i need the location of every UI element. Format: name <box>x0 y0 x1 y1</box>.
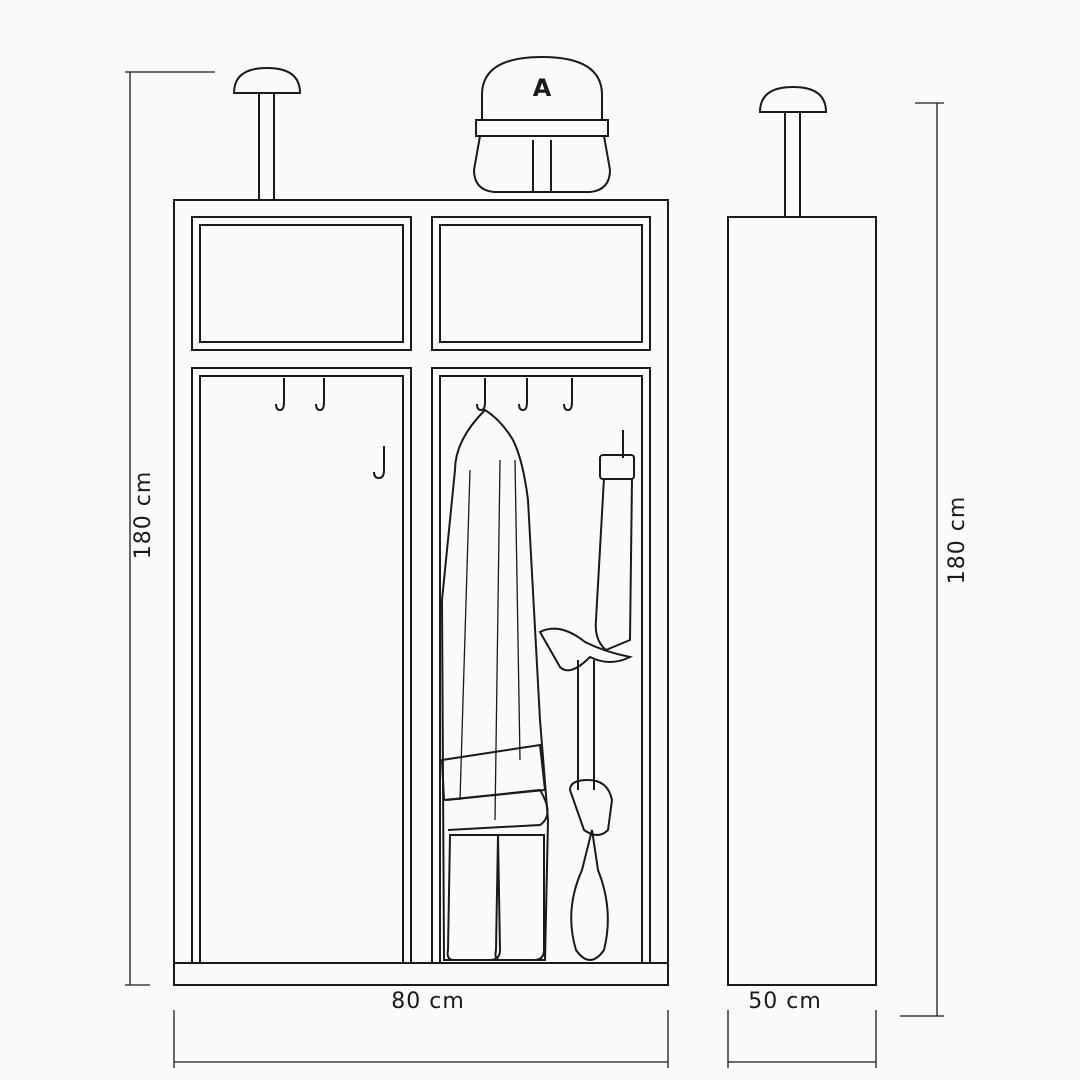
side-depth-dimension: 50 cm <box>727 989 877 1068</box>
front-width-label: 80 cm <box>391 989 465 1014</box>
top-left-compartment <box>191 216 412 351</box>
fire-coat-icon <box>440 408 550 961</box>
front-height-label: 180 cm <box>131 471 156 560</box>
fire-helmet-icon: A <box>472 55 612 193</box>
locker-front-view <box>173 199 669 986</box>
side-depth-label: 50 cm <box>748 989 822 1014</box>
safety-harness-icon <box>538 430 635 961</box>
front-width-dimension: 80 cm <box>173 989 669 1068</box>
helmet-letter: A <box>533 74 552 102</box>
side-height-dimension: 180 cm <box>900 102 970 1017</box>
boots-icon <box>446 834 545 961</box>
side-height-label: 180 cm <box>945 496 970 585</box>
front-height-dimension: 180 cm <box>125 71 215 986</box>
hook-icons <box>275 378 573 480</box>
locker-side-view <box>727 85 877 986</box>
left-locker-compartment <box>191 367 412 964</box>
coat-stand-icon <box>232 66 302 201</box>
top-right-compartment <box>431 216 651 351</box>
